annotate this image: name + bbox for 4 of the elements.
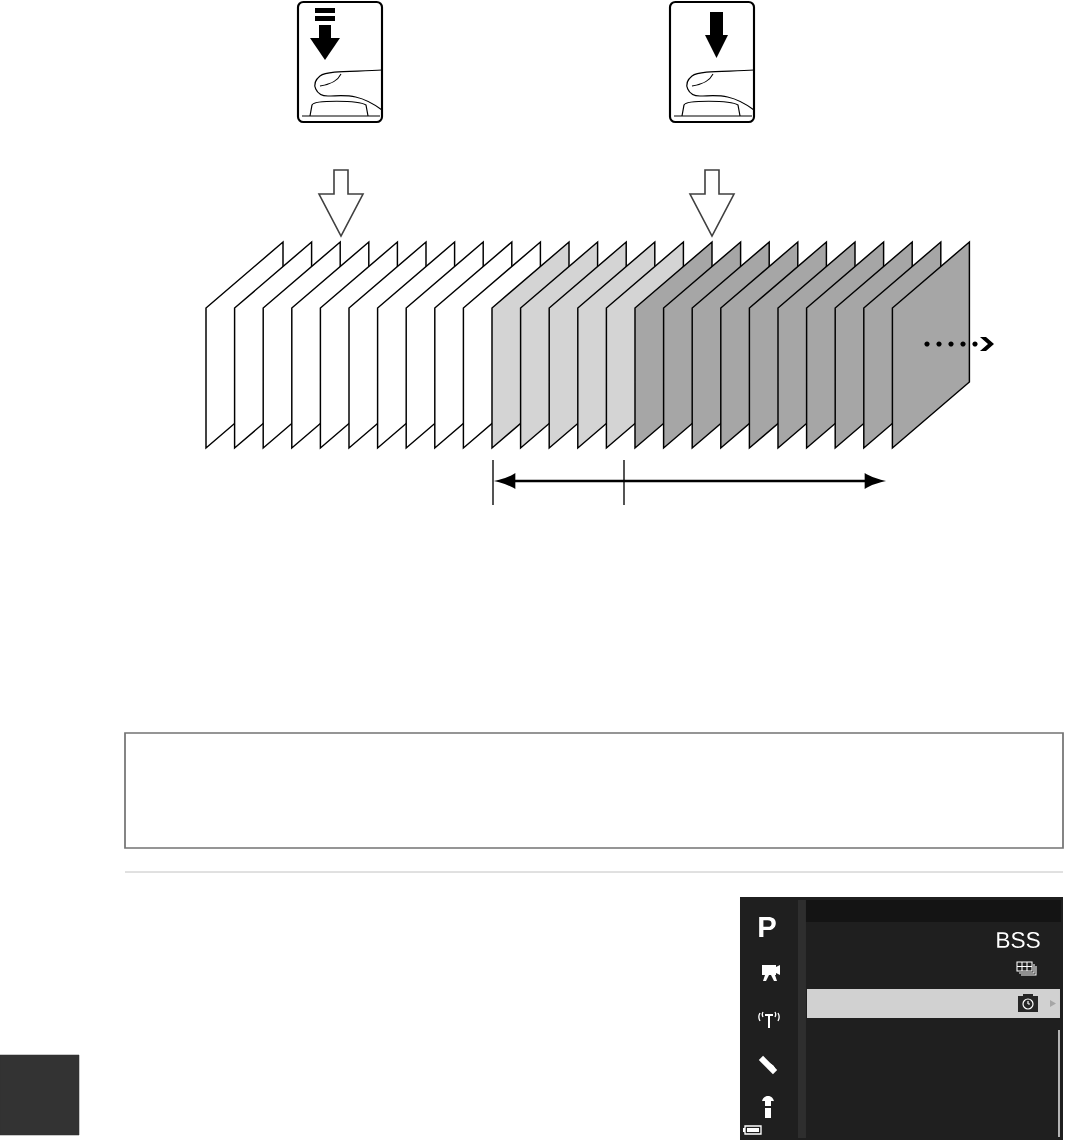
menu-option-label: BSS <box>997 932 1040 949</box>
mode-letter: P <box>759 916 776 938</box>
section-tab <box>0 1054 80 1136</box>
note-box <box>124 732 1064 849</box>
